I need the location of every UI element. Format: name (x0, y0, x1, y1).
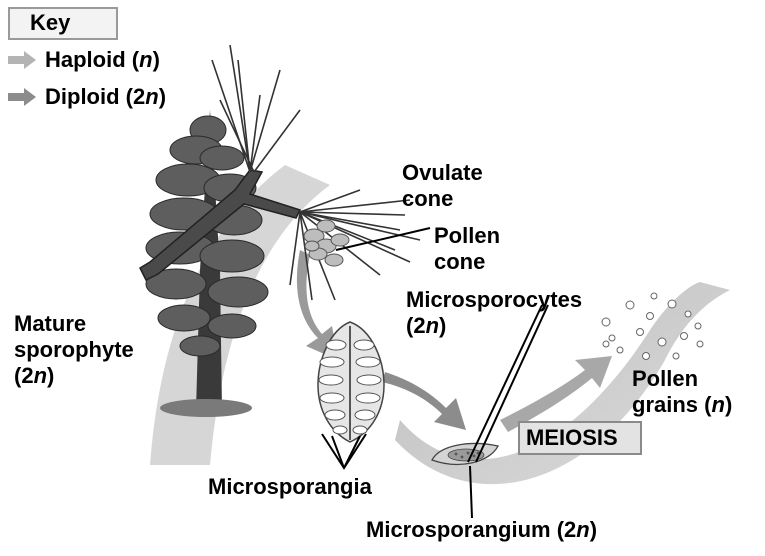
pine-branch (139, 169, 302, 282)
key-diploid-label: Diploid (2n) (45, 84, 167, 109)
label-microsporocytes: Microsporocytes (2n) (406, 287, 583, 338)
diploid-arrow-to-microsporangia (296, 250, 338, 360)
diploid-arrow-icon (8, 88, 36, 106)
label-pollen-cone: Pollen cone (434, 223, 501, 274)
pollen-cone-cluster (303, 219, 350, 267)
haploid-arrow-icon (8, 51, 36, 69)
label-meiosis: MEIOSIS (526, 425, 618, 450)
tree-ground (160, 399, 252, 417)
label-mature-sporophyte: Mature sporophyte (2n) (14, 311, 134, 388)
key-box (8, 7, 118, 40)
haploid-arrow-to-pollen-grains (500, 356, 612, 432)
diploid-arrow-to-microsporangium (382, 372, 466, 430)
key-title: Key (30, 10, 71, 35)
label-microsporangium: Microsporangium (2n) (366, 517, 598, 542)
microsporangia-section (317, 321, 385, 443)
meiosis-box (518, 421, 642, 455)
label-pollen-grains: Pollen grains (n) (632, 366, 733, 417)
pollen-grains-cloud (601, 292, 704, 360)
leader-lines (321, 227, 549, 519)
label-microsporangia: Microsporangia (208, 474, 372, 499)
key-haploid-label: Haploid (n) (45, 47, 160, 72)
label-ovulate-cone: Ovulate cone (402, 160, 483, 211)
pine-needles (211, 44, 421, 301)
